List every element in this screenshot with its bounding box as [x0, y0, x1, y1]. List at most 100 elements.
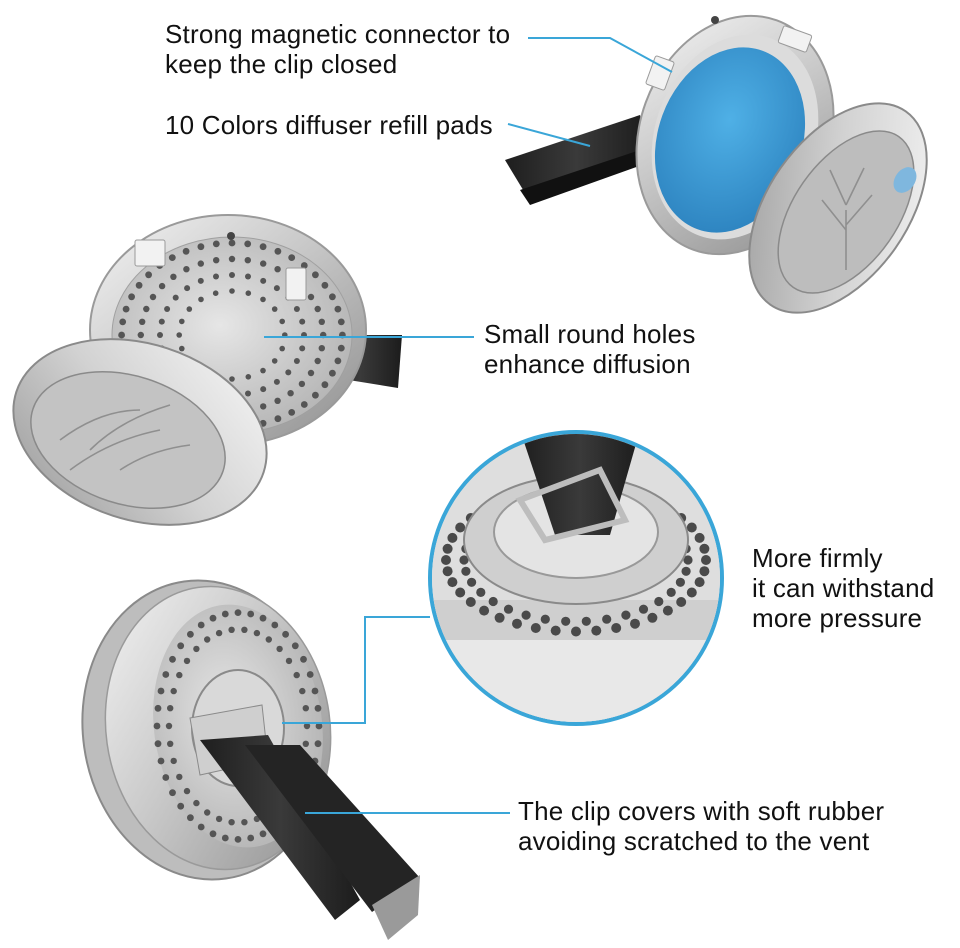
- diffusion-hole: [581, 616, 591, 626]
- callout-rubber-line1: The clip covers with soft rubber: [518, 796, 885, 826]
- diffusion-hole: [314, 305, 321, 313]
- diffusion-hole: [228, 626, 235, 633]
- diffusion-hole: [314, 740, 322, 748]
- diffusion-hole: [228, 255, 236, 263]
- diffusion-hole: [137, 331, 144, 339]
- diffusion-hole: [279, 318, 286, 325]
- diffusion-hole: [215, 815, 223, 823]
- diffusion-hole: [247, 834, 255, 842]
- diffusion-hole: [334, 305, 342, 313]
- diffusion-hole: [273, 378, 280, 385]
- diffusion-hole: [288, 409, 296, 416]
- callout-pads-line1: 10 Colors diffuser refill pads: [165, 110, 493, 140]
- callout-magnetic-line2: keep the clip closed: [165, 49, 398, 79]
- diffusion-hole: [245, 273, 251, 280]
- diffusion-hole: [647, 612, 658, 623]
- diffusion-hole: [694, 577, 705, 588]
- diffusion-hole: [183, 657, 191, 665]
- diffusion-hole: [488, 596, 498, 607]
- diffusion-hole: [467, 577, 477, 587]
- diffusion-hole: [234, 609, 242, 616]
- diffusion-hole: [274, 266, 281, 273]
- zoom-detail-circle: [428, 430, 724, 726]
- diffusion-hole: [135, 281, 143, 289]
- diffusion-hole: [329, 369, 336, 377]
- diffusion-hole: [447, 532, 458, 543]
- diffusion-hole: [260, 296, 266, 303]
- diffusion-hole: [241, 819, 248, 826]
- callout-round-holes: Small round holes enhance diffusion: [484, 319, 696, 379]
- diffusion-hole: [441, 555, 451, 565]
- callout-holes-line2: enhance diffusion: [484, 349, 691, 379]
- diffusion-hole: [162, 671, 170, 678]
- diffusion-hole: [683, 555, 693, 565]
- diffusion-hole: [176, 773, 183, 781]
- diffusion-hole: [300, 401, 308, 408]
- diffusion-hole: [314, 357, 321, 365]
- diffusion-hole: [494, 612, 505, 623]
- magnet-icon: [777, 25, 813, 53]
- diffusion-hole: [259, 830, 267, 838]
- diffusion-hole: [193, 645, 200, 653]
- diffusion-hole: [602, 614, 612, 624]
- vent-clip-icon: [505, 115, 648, 198]
- diffusion-hole: [259, 614, 267, 622]
- diffusion-hole: [694, 532, 705, 543]
- diffusion-hole: [179, 345, 185, 352]
- diffusion-hole: [512, 618, 522, 629]
- diffusion-hole: [179, 318, 185, 325]
- diffusion-hole: [276, 645, 283, 653]
- diffusion-hole: [675, 577, 686, 587]
- callout-line-clip-mount: [282, 616, 430, 724]
- diffusion-hole: [228, 239, 236, 247]
- diffusion-hole: [193, 799, 200, 807]
- diffusion-hole: [221, 610, 229, 618]
- callout-firm-line2: it can withstand: [752, 573, 935, 603]
- diffusion-hole: [293, 358, 300, 364]
- diffusion-hole: [302, 740, 309, 747]
- diffusion-hole: [244, 257, 251, 264]
- diffusion-hole: [209, 614, 217, 622]
- tree-of-life-icon: [30, 370, 226, 510]
- diffusion-hole: [260, 277, 267, 284]
- diffusion-hole: [321, 281, 329, 289]
- diffusion-hole: [540, 614, 550, 624]
- vent-clip-icon: [520, 434, 640, 535]
- diffusion-hole: [274, 247, 282, 255]
- diffusion-hole: [253, 629, 261, 637]
- diffusion-hole: [157, 757, 165, 765]
- diffusion-hole: [164, 306, 171, 312]
- diffusion-hole: [229, 272, 235, 278]
- diffusion-hole: [329, 293, 336, 301]
- callout-firm-line1: More firmly: [752, 543, 883, 573]
- diffusion-hole: [197, 277, 204, 284]
- diffusion-hole: [170, 273, 177, 280]
- diffusion-hole: [274, 415, 282, 423]
- diffusion-hole: [299, 687, 306, 695]
- diffusion-hole: [307, 369, 315, 377]
- diffusion-hole: [337, 344, 345, 352]
- diffusion-hole: [288, 254, 296, 261]
- diffusion-hole: [571, 626, 581, 637]
- diffusion-hole: [168, 254, 176, 261]
- diffusion-hole: [260, 260, 267, 267]
- diffusion-hole: [172, 294, 179, 301]
- diffusion-hole: [153, 722, 161, 730]
- diffusion-hole: [442, 566, 453, 577]
- diffusion-hole: [128, 293, 136, 301]
- diffusion-hole: [307, 293, 315, 301]
- locket-holes-view: [12, 214, 402, 526]
- diffusion-hole: [260, 386, 267, 393]
- diffusion-hole: [197, 621, 205, 629]
- diffusion-hole: [293, 671, 300, 679]
- diffusion-hole: [447, 577, 458, 588]
- diffusion-hole: [229, 288, 235, 294]
- diffusion-hole: [204, 809, 211, 816]
- diffusion-hole: [187, 630, 194, 638]
- callout-soft-rubber: The clip covers with soft rubber avoidin…: [518, 796, 884, 856]
- diffusion-hole: [591, 625, 602, 636]
- callout-firm-pressure: More firmly it can withstand more pressu…: [752, 543, 934, 633]
- diffusion-hole: [241, 626, 248, 633]
- diffusion-hole: [311, 687, 319, 695]
- diffusion-hole: [170, 757, 177, 765]
